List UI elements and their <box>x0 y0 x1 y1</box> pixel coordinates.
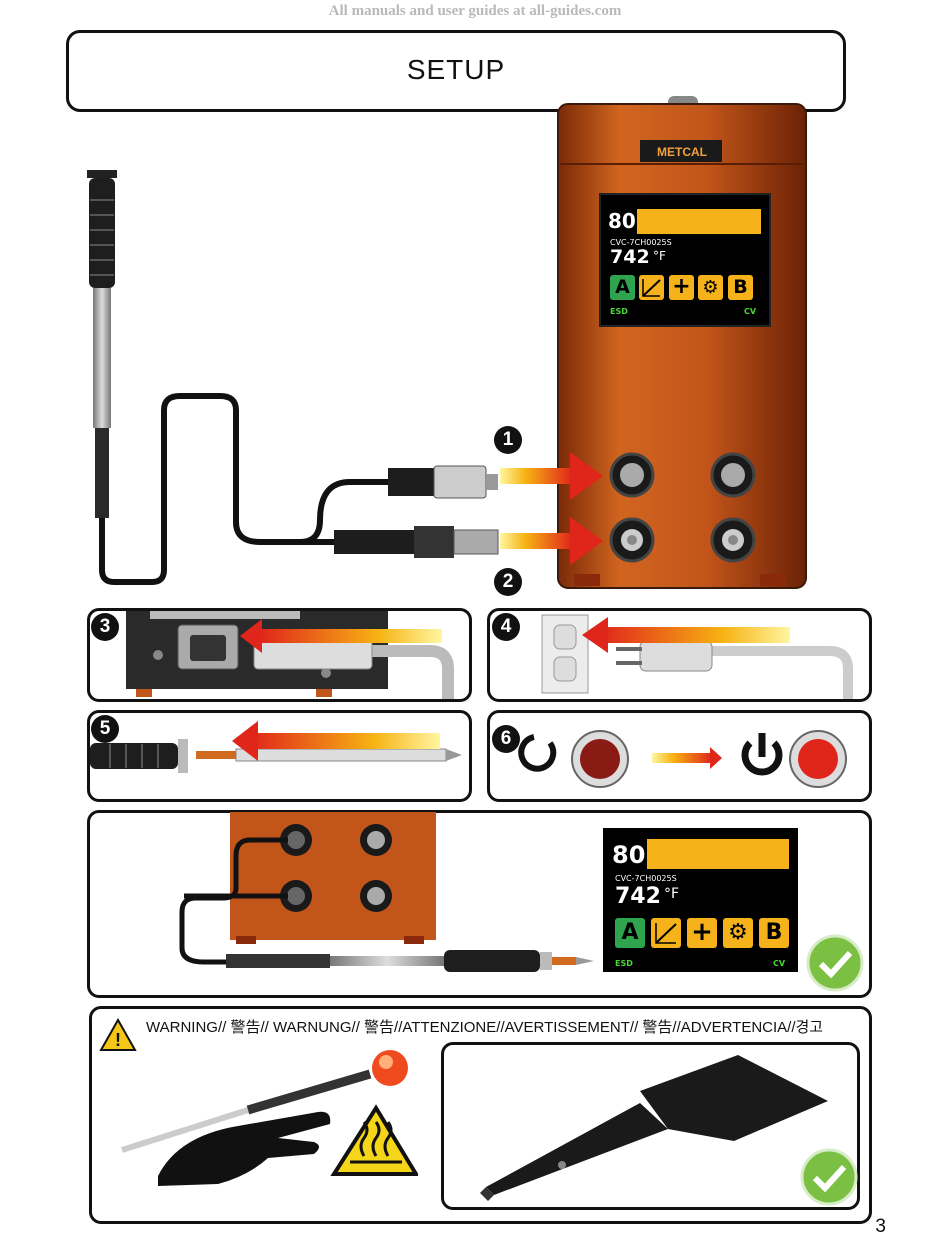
ready-label-cv: CV <box>773 959 786 968</box>
brand-label: METCAL <box>657 145 707 159</box>
handpiece-shaft <box>93 288 111 428</box>
page-title: SETUP <box>406 54 506 85</box>
arrow-upper <box>500 452 603 500</box>
power-off-icon <box>518 734 557 772</box>
display-temperature: 742 <box>610 246 650 268</box>
arrow-lower <box>500 517 603 565</box>
hand-icon <box>158 1111 331 1186</box>
step-1-badge: 1 <box>494 426 522 454</box>
upper-left-connector <box>609 452 655 498</box>
ready-gear-icon: ⚙ <box>723 918 753 948</box>
page-number: 3 <box>875 1216 886 1237</box>
display-tip: CVC-7CH0025S <box>610 238 672 247</box>
ready-display: 80 CVC-7CH0025S 742 °F A + ⚙ B ESD CV <box>603 828 798 972</box>
button-b: B <box>728 275 753 300</box>
ready-label-esd: ESD <box>615 959 633 968</box>
cleaning-paddle-illustration <box>480 1055 828 1201</box>
power-on-icon <box>741 740 783 776</box>
step-4-badge: 4 <box>492 613 520 641</box>
step-3-badge: 3 <box>91 613 119 641</box>
ready-unit: °F <box>664 886 680 902</box>
step-5-badge: 5 <box>91 715 119 743</box>
hot-tip-icon <box>372 1050 408 1086</box>
button-a: A <box>610 275 635 300</box>
step-6-badge: 6 <box>492 725 520 753</box>
ready-plus-icon: + <box>687 918 717 948</box>
check-icon <box>806 934 864 992</box>
ready-temperature: 742 <box>615 884 661 909</box>
ready-power: 80 <box>612 841 646 869</box>
handpiece-cable <box>99 393 390 585</box>
tip-insertion-illustration <box>90 721 462 773</box>
ready-tip: CVC-7CH0025S <box>615 874 677 883</box>
curve-icon <box>639 275 664 300</box>
title-box <box>66 30 846 112</box>
lower-right-connector <box>710 517 756 563</box>
station-housing <box>557 103 807 589</box>
ready-power-bar <box>647 839 789 869</box>
handpiece-grip <box>89 178 115 288</box>
label-cv: CV <box>744 307 757 316</box>
wall-outlet-illustration <box>541 614 853 699</box>
gear-icon: ⚙ <box>698 275 723 300</box>
station-display: 80 CVC-7CH0025S 742 °F A + ⚙ B ESD CV <box>599 193 771 327</box>
upper-right-connector <box>710 452 756 498</box>
ready-curve-icon <box>651 918 681 948</box>
ready-button-b: B <box>759 918 789 948</box>
display-power: 80 <box>608 209 636 233</box>
step-2-badge: 2 <box>494 568 522 596</box>
power-on-illustration <box>518 730 847 788</box>
ready-button-a: A <box>615 918 645 948</box>
brand-plate <box>640 140 722 162</box>
power-bar <box>637 209 761 234</box>
power-inlet-illustration <box>126 611 454 699</box>
plug-lower-body <box>334 530 414 554</box>
check-icon-paddle <box>800 1148 858 1206</box>
plus-icon: + <box>669 275 694 300</box>
lower-left-connector <box>609 517 655 563</box>
warning-triangle-icon: ! <box>99 1018 137 1051</box>
station-illustration: METCAL <box>87 96 807 589</box>
svg-text:!: ! <box>115 1030 121 1050</box>
hot-tip-warning-illustration <box>121 1050 418 1186</box>
ready-station-illustration <box>179 812 594 972</box>
label-esd: ESD <box>610 307 628 316</box>
plug-upper-body <box>388 468 434 496</box>
display-unit: °F <box>653 249 666 263</box>
warning-text: WARNING// 警告// WARNUNG// 警告//ATTENZIONE/… <box>146 1019 824 1036</box>
watermark: All manuals and user guides at all-guide… <box>328 3 622 19</box>
